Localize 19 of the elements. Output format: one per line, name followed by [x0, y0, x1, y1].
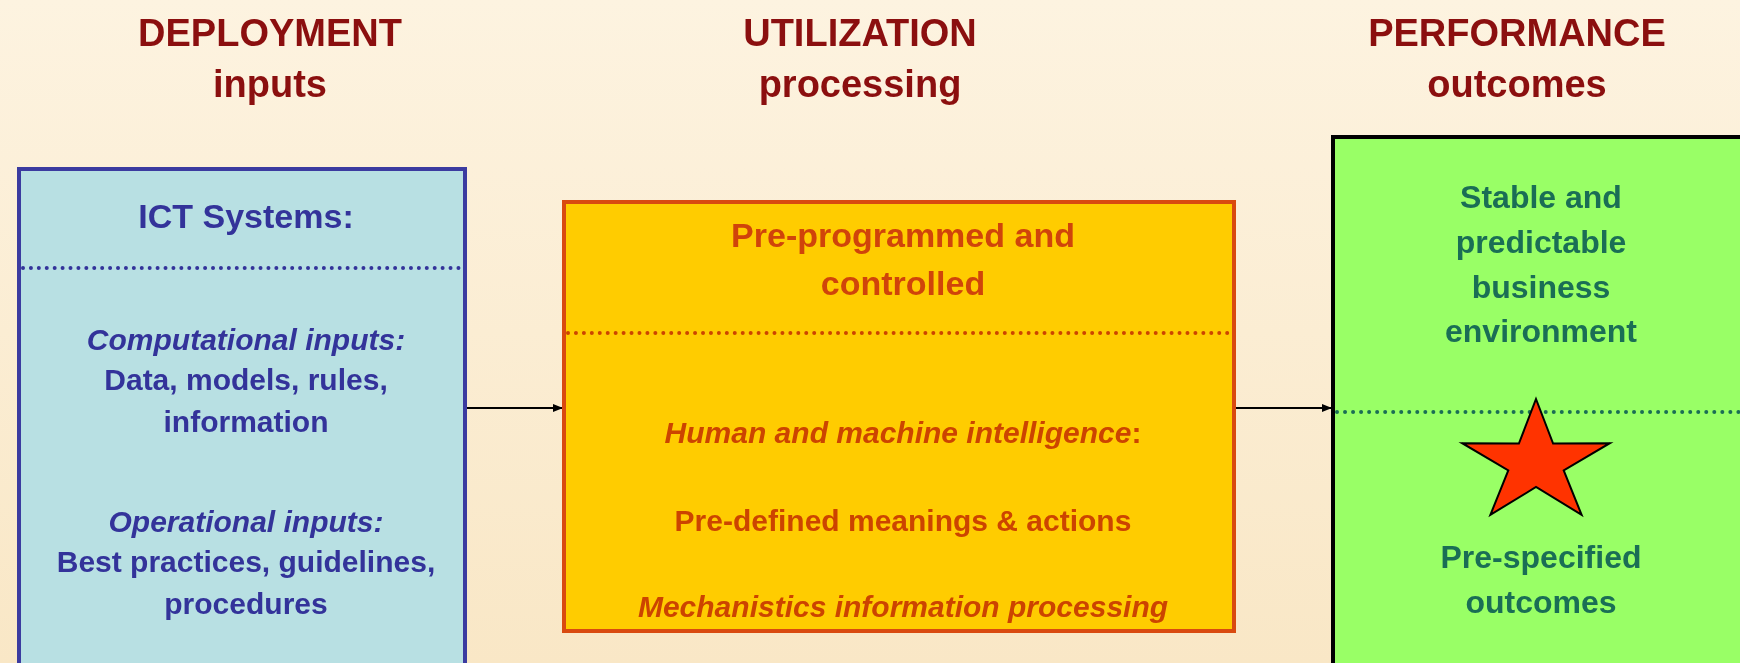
box-text: Mechanistics information processing	[636, 589, 1170, 625]
box-text: Computational inputs:	[85, 322, 407, 358]
column-heading: DEPLOYMENT inputs	[137, 11, 403, 108]
input-box	[17, 167, 467, 663]
column-heading: PERFORMANCE outcomes	[1367, 11, 1667, 108]
box-text: Pre-specified outcomes	[1439, 538, 1643, 622]
arrow	[466, 404, 563, 412]
box-heading: Pre-programmed and controlled	[730, 215, 1076, 304]
box-text: Pre-defined meanings & actions	[673, 503, 1133, 539]
column-heading: UTILIZATION processing	[742, 11, 978, 108]
box-heading: Stable and predictable business environment	[1444, 178, 1638, 352]
box-heading: ICT Systems:	[137, 196, 355, 237]
arrow	[1235, 404, 1332, 412]
box-text: Human and machine intelligence:	[663, 415, 1143, 451]
box-text: Operational inputs:	[107, 504, 385, 540]
outcome-box	[1331, 135, 1740, 663]
process-box	[562, 200, 1236, 633]
box-text: Data, models, rules, information	[103, 362, 389, 440]
box-text: Best practices, guidelines, procedures	[55, 544, 437, 622]
